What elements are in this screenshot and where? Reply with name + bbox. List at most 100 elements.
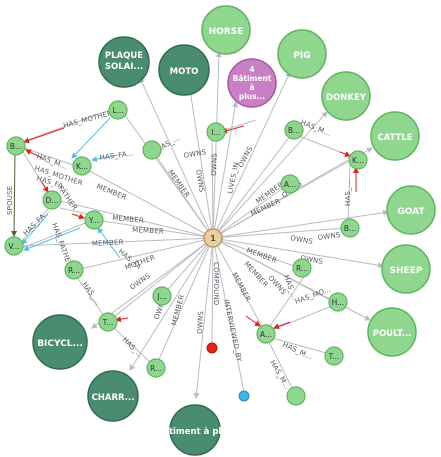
edge-h-red2 — [245, 315, 261, 327]
node-horse[interactable]: HORSE — [201, 5, 251, 55]
node-r-right1[interactable]: R... — [292, 258, 312, 278]
node-j-bottom[interactable]: R... — [146, 358, 166, 378]
node-bicycle[interactable]: CHARR... — [87, 370, 139, 422]
edge-spouse — [11, 151, 18, 237]
edge-to-y-left — [19, 237, 214, 247]
node-y-left[interactable]: V... — [4, 236, 24, 256]
edge-to-h-bottom — [212, 237, 265, 331]
edge-to-a-right — [212, 227, 347, 239]
node-y-left-label: V... — [8, 242, 19, 251]
edge-v-r-left — [75, 275, 105, 317]
label-owns-10: OWNS — [194, 169, 206, 193]
node-a-right[interactable]: B... — [340, 218, 360, 238]
node-k-left-label: D... — [46, 196, 59, 205]
node-t-left[interactable]: J... — [152, 286, 172, 306]
edge-d-left-y — [21, 221, 89, 249]
edge-has-mother-arrow — [23, 127, 65, 144]
node-r-right2[interactable]: H... — [328, 292, 348, 312]
node-plaque-label-line2: SOLAI... — [105, 62, 143, 72]
label-member-3: MEMBER — [132, 226, 164, 236]
node-b-mid[interactable]: K... — [72, 156, 92, 176]
edge-to-charr — [193, 237, 214, 399]
node-unlabeled1[interactable] — [142, 140, 162, 160]
node-v-left[interactable]: R... — [64, 260, 84, 280]
node-batiment-label-4: plus... — [239, 92, 265, 101]
edge-to-d-left — [95, 219, 214, 239]
node-pig-label: PIG — [293, 51, 310, 61]
node-h-bottom[interactable]: A... — [256, 324, 276, 344]
edge-to-cyan-dot — [212, 237, 245, 393]
edge-h-a — [271, 337, 331, 355]
edge-to-b-mid — [83, 167, 214, 239]
node-h-bottom-label: A... — [260, 330, 272, 339]
edges-family — [11, 109, 359, 393]
node-pig[interactable]: PIG — [277, 29, 327, 79]
edge-l-red — [221, 125, 245, 134]
label-member-6: MEMBER — [230, 271, 252, 303]
node-a-bottom[interactable]: T... — [324, 346, 344, 366]
node-batiment[interactable]: 4 Bâtiment à plus... — [227, 58, 277, 108]
node-k-left[interactable]: D... — [42, 190, 62, 210]
label-has-5: HAS_... — [344, 180, 352, 206]
node-k-right[interactable]: A... — [280, 174, 300, 194]
node-t-bottom[interactable] — [286, 386, 306, 406]
node-l1[interactable]: I... — [206, 122, 226, 142]
edge-k-left-red — [41, 181, 49, 193]
edge-h-red1 — [273, 321, 291, 330]
label-owns-7: OWNS — [300, 254, 324, 266]
edge-k-left-y-cyan — [21, 213, 49, 245]
node-plaque[interactable]: PLAQUE SOLAI... — [98, 36, 150, 88]
label-member-1: MEMBER — [95, 182, 127, 201]
node-j1[interactable]: L... — [108, 100, 128, 120]
node-charr[interactable]: 4 Bâtiment à plus... — [148, 404, 242, 456]
node-poultry-label: POULT... — [373, 329, 412, 339]
node-batiment-label-3: à — [249, 83, 254, 92]
edge-to-bicycle — [129, 237, 214, 371]
node-teleph[interactable]: MOTO — [158, 44, 210, 96]
node-cyan-dot[interactable] — [238, 390, 250, 402]
edge-r1-h — [269, 273, 307, 327]
edge-r-left-j — [111, 325, 153, 365]
edge-to-unlabeled1 — [151, 149, 214, 239]
node-moto[interactable]: BICYCL... — [32, 314, 88, 370]
node-d-left[interactable]: Y... — [84, 210, 104, 230]
node-b-right[interactable]: K... — [348, 150, 368, 170]
edge-d-cyan — [97, 227, 121, 259]
node-r-left[interactable]: T... — [98, 312, 118, 332]
node-sheep[interactable]: SHEEP — [381, 244, 431, 294]
node-donkey[interactable]: DONKEY — [321, 71, 371, 121]
edge-to-plaque — [139, 77, 214, 239]
edges-center — [19, 51, 389, 399]
edge-to-k-right — [212, 185, 287, 239]
label-owns-9: OWNS — [210, 153, 219, 177]
edge-to-teleph — [187, 89, 214, 239]
edge-h-t — [267, 339, 295, 393]
edge-to-sheep — [212, 237, 384, 269]
node-goat[interactable]: GOAT — [386, 185, 436, 235]
node-i1-label: B... — [288, 126, 300, 135]
label-member-4: MEMBER — [92, 238, 124, 248]
node-poultry[interactable]: POULT... — [367, 307, 417, 357]
node-b-left-label: B... — [10, 142, 22, 151]
node-cattle[interactable]: CATTLE — [370, 111, 420, 161]
edge-d-left-y-cyan — [23, 227, 81, 251]
node-bicycle-label: CHARR... — [92, 393, 135, 403]
node-center[interactable]: 1 — [203, 228, 223, 248]
node-charr-label: 4 Bâtiment à plus... — [148, 427, 242, 437]
node-r-left-label: T... — [102, 318, 114, 327]
edge-k-left-y — [19, 203, 53, 245]
label-member-7: MEMBER — [243, 260, 270, 289]
node-plaque-label-line1: PLAQUE — [105, 51, 143, 61]
nodes: HORSE PIG DONKEY CATTLE GOAT SHEEP POULT… — [4, 5, 436, 456]
edge-to-b-right — [212, 159, 349, 239]
label-lives-in: LIVES_IN — [226, 161, 240, 194]
node-i1[interactable]: B... — [284, 120, 304, 140]
node-horse-label: HORSE — [209, 27, 244, 37]
node-red-dot[interactable] — [206, 342, 218, 354]
node-v-left-label: R... — [68, 266, 80, 275]
edge-j1-cyan — [71, 117, 111, 159]
node-b-left[interactable]: B... — [6, 136, 26, 156]
edge-to-r-right2 — [212, 237, 335, 303]
edge-to-batiment — [212, 101, 239, 239]
